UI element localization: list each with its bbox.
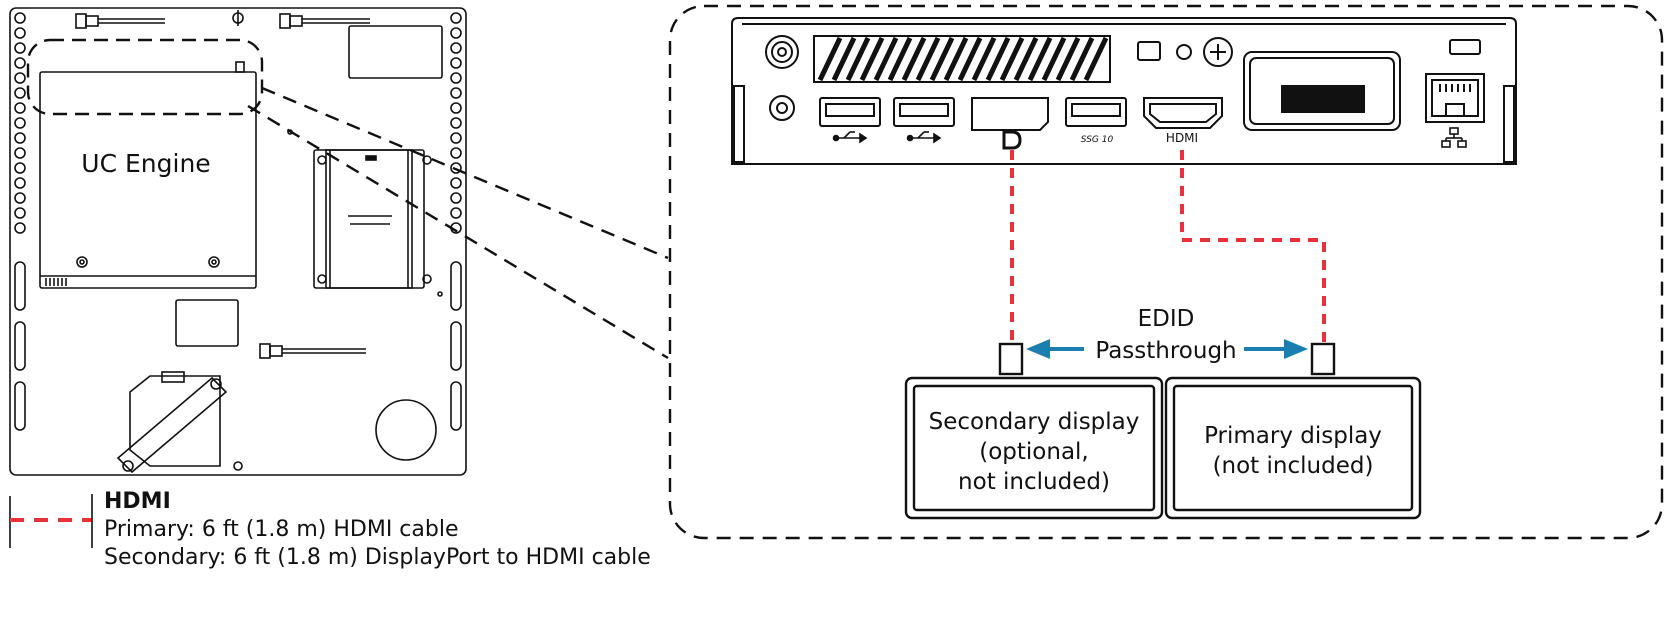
legend-symbol <box>9 494 93 548</box>
device-rear-panel <box>731 17 1517 165</box>
usb-port-2 <box>893 97 955 127</box>
uc-engine-label: UC Engine <box>81 149 210 178</box>
usb3-port-label: SSG 10 <box>1081 135 1114 145</box>
legend: HDMI Primary: 6 ft (1.8 m) HDMI cable Se… <box>104 488 651 572</box>
expansion-slot <box>1243 51 1401 131</box>
legend-primary: Primary: 6 ft (1.8 m) HDMI cable <box>104 517 459 542</box>
cable-paths <box>1010 150 1326 344</box>
edid-label-line1: EDID <box>1138 306 1195 332</box>
legend-secondary: Secondary: 6 ft (1.8 m) DisplayPort to H… <box>104 545 651 570</box>
plate-holes-right <box>450 12 462 431</box>
network-icon <box>1441 127 1467 148</box>
secondary-display-connector <box>998 342 1024 376</box>
primary-display-line1: Primary display <box>1204 423 1382 449</box>
cable-tie-middle <box>259 343 366 359</box>
edid-label-line2: Passthrough <box>1095 338 1236 364</box>
plate-holes-left <box>14 12 26 431</box>
secondary-display-line3: not included) <box>958 469 1110 495</box>
secondary-display-box <box>904 376 1164 520</box>
displayport-icon <box>1002 130 1022 150</box>
displayport-port <box>971 97 1049 131</box>
cable-tie-top-right <box>279 13 370 29</box>
usb-icon <box>906 131 942 144</box>
engine-vent <box>45 278 67 286</box>
interface-module <box>313 149 432 289</box>
zoom-projection-lines <box>247 86 669 360</box>
primary-cable <box>1180 150 1326 344</box>
vent-grille <box>813 35 1111 83</box>
primary-display-connector <box>1310 342 1336 376</box>
hdmi-port <box>1143 97 1223 129</box>
edid-arrow-right-head <box>1284 339 1308 359</box>
edid-arrow-left-head <box>1026 339 1050 359</box>
usb-port-1 <box>819 97 881 127</box>
plate-cutout-top <box>348 25 443 79</box>
engine-highlight <box>26 38 264 116</box>
uc-engine-box <box>39 71 257 289</box>
usb-icon <box>832 131 868 144</box>
zoom-callout-frame <box>668 4 1664 540</box>
cable-tie-top-left <box>75 13 165 29</box>
power-supply-bracket <box>116 371 228 474</box>
primary-display-box <box>1164 376 1422 520</box>
usb3-port <box>1065 97 1127 127</box>
primary-display-line2: (not included) <box>1213 453 1374 479</box>
mounting-plate <box>9 7 467 476</box>
ethernet-port <box>1425 73 1485 123</box>
hdmi-port-label: HDMI <box>1166 131 1198 145</box>
secondary-display-line1: Secondary display <box>929 409 1140 435</box>
plate-round-cutout <box>375 399 437 461</box>
plate-cutout-mid <box>175 299 239 347</box>
secondary-display-line2: (optional, <box>979 439 1089 465</box>
legend-title: HDMI <box>104 489 171 514</box>
